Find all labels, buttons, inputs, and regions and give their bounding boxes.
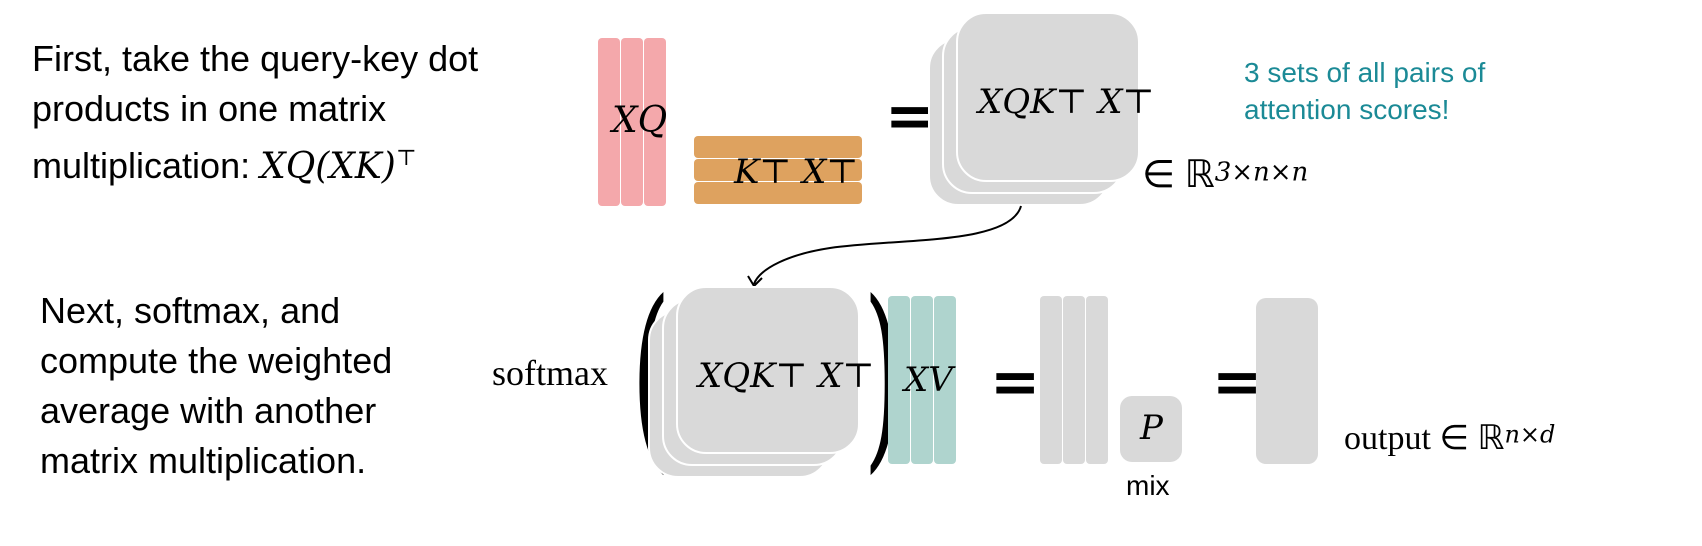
step1-formula: XQ(XK) [260,146,396,187]
kx-row-3 [694,182,862,204]
scores-space-dims: 3×n×n [1214,157,1309,188]
result-column-3 [1086,296,1108,464]
equals-sign-bottom-1: = [990,347,1041,417]
output-space: output ∈ ℝn×d [1344,418,1555,458]
equals-sign-top: = [885,81,936,151]
xv-label: XV [904,360,953,400]
step1-formula-transpose: ⊤ [395,146,417,171]
step1-line3: multiplication: XQ(XK)⊤ [32,134,478,192]
equals-sign-bottom-2: = [1212,347,1263,417]
step1-explanation: First, take the query-key dot products i… [32,34,478,192]
step1-line3-text: multiplication: [32,145,261,186]
result-column-2 [1063,296,1085,464]
scores-matrix-1 [956,12,1140,182]
output-space-prefix: output ∈ ℝ [1344,420,1505,457]
result-column-1 [1040,296,1062,464]
xq-column-2 [621,38,643,206]
softmax-scores-matrix-1 [676,286,860,454]
xq-column-3 [644,38,666,206]
xq-label: XQ [612,100,668,141]
mix-matrix-p [1120,396,1182,462]
scores-label: XQK⊤ X⊤ [978,82,1155,122]
step2-line2: compute the weighted [40,340,393,381]
note-line2: attention scores! [1244,94,1450,125]
xq-column-1 [598,38,620,206]
scores-space: ∈ ℝ3×n×n [1142,152,1308,197]
connector-curve [753,205,1022,285]
output-space-dims: n×d [1504,420,1556,449]
note-line1: 3 sets of all pairs of [1244,57,1486,88]
step1-line1: First, take the query-key dot [32,38,479,79]
output-matrix [1256,298,1318,464]
step2-line1: Next, softmax, and [40,290,341,331]
softmax-label: softmax [492,353,608,393]
scores-space-prefix: ∈ ℝ [1142,154,1215,196]
kx-row-1 [694,136,862,158]
softmax-scores-label: XQK⊤ X⊤ [698,356,875,396]
xv-column-3 [934,296,956,464]
step2-line3: average with another [40,390,377,431]
xv-column-2 [911,296,933,464]
xv-column-1 [888,296,910,464]
step1-line2: products in one matrix [32,88,387,129]
attention-scores-note: 3 sets of all pairs of attention scores! [1244,54,1485,128]
p-label: P [1140,408,1163,448]
kx-row-2 [694,159,862,181]
kx-label: K⊤ X⊤ [734,152,859,192]
step2-line4: matrix multiplication. [40,440,367,481]
step2-explanation: Next, softmax, and compute the weighted … [40,286,392,486]
mix-label: mix [1126,470,1170,501]
